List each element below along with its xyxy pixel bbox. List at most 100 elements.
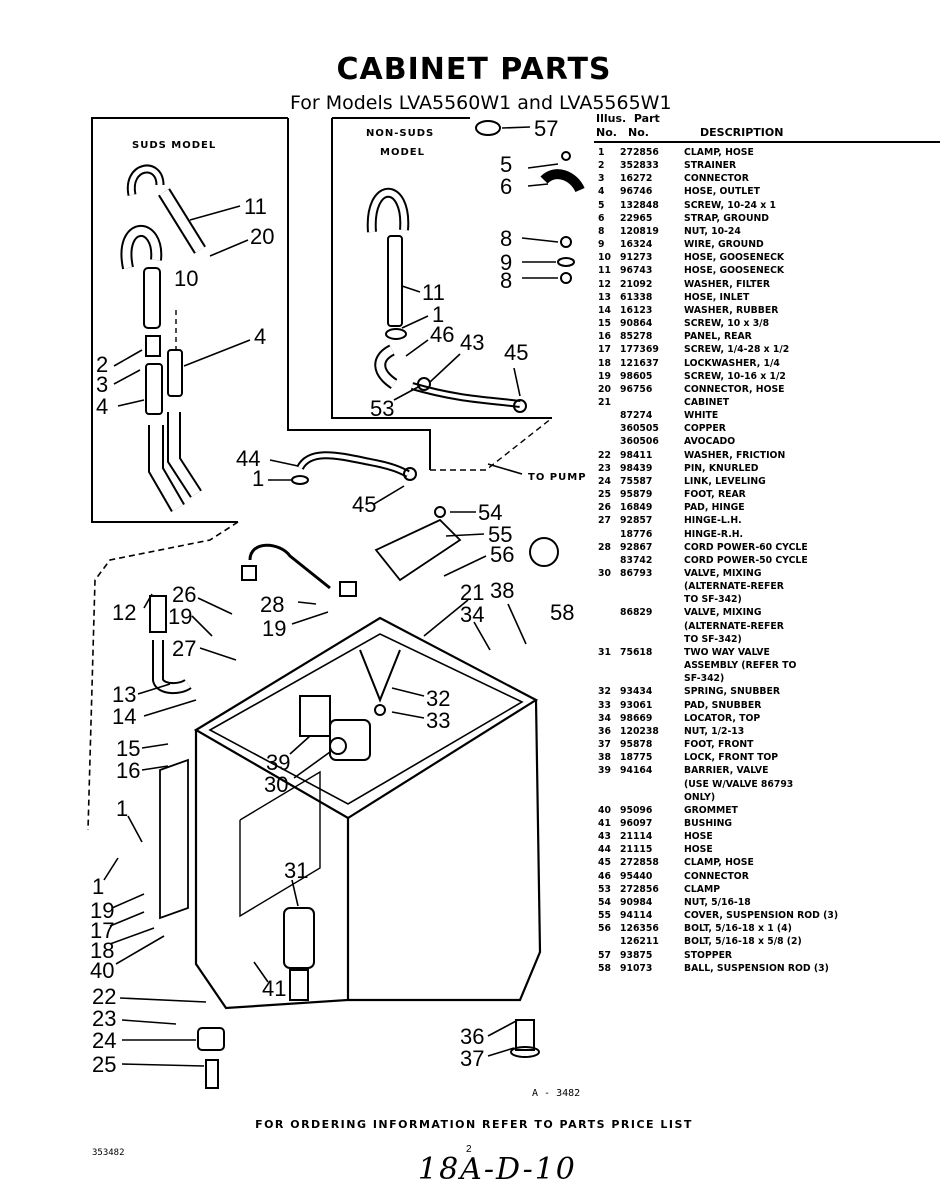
part-description: (ALTERNATE-REFER xyxy=(684,620,784,632)
illus-number: 40 xyxy=(598,804,611,816)
ordering-footer: FOR ORDERING INFORMATION REFER TO PARTS … xyxy=(255,1118,693,1131)
part-description: COVER, SUSPENSION ROD (3) xyxy=(684,910,839,922)
callout-25: 25 xyxy=(92,1052,116,1077)
part-description: WASHER, FRICTION xyxy=(684,449,786,461)
illus-number: 20 xyxy=(598,383,611,395)
illus-number: 27 xyxy=(598,515,611,527)
part-number: 21115 xyxy=(620,844,653,856)
callout-53: 53 xyxy=(370,396,394,421)
callout-28: 28 xyxy=(260,592,284,617)
part-description: SCREW, 10-24 x 1 xyxy=(684,199,776,211)
illus-number: 18 xyxy=(598,357,611,369)
part-number: 93875 xyxy=(620,949,653,961)
callout-55: 55 xyxy=(488,522,512,547)
illus-number xyxy=(598,778,620,791)
illus-number: 5 xyxy=(598,199,605,211)
illus-number: 1 xyxy=(598,147,605,158)
callout-54: 54 xyxy=(478,500,502,525)
part-number: 90984 xyxy=(620,896,653,908)
part-description: HOSE xyxy=(684,844,713,856)
illus-number xyxy=(598,672,620,685)
part-number: 98439 xyxy=(620,462,653,474)
part-number: 121637 xyxy=(620,357,659,369)
callout-1b: 1 xyxy=(252,466,264,491)
part-number: 98605 xyxy=(620,370,653,382)
part-description: SCREW, 1/4-28 x 1/2 xyxy=(684,344,790,356)
part-description: HOSE, OUTLET xyxy=(684,186,760,198)
callout-21: 21 xyxy=(460,580,484,605)
illus-number xyxy=(598,620,620,633)
illus-number xyxy=(598,528,620,541)
part-description: STRAINER xyxy=(684,160,737,172)
illus-number xyxy=(598,435,620,448)
part-description: (ALTERNATE-REFER xyxy=(684,581,784,593)
illus-number: 2 xyxy=(598,160,605,172)
illus-number: 34 xyxy=(598,712,611,724)
part-description: PAD, HINGE xyxy=(684,502,745,514)
illus-number: 3 xyxy=(598,173,605,185)
callout-20: 20 xyxy=(250,224,274,249)
part-number: 360506 xyxy=(620,436,659,448)
part-description: HINGE-L.H. xyxy=(684,515,742,527)
part-description: WASHER, RUBBER xyxy=(684,304,779,316)
part-description: BALL, SUSPENSION ROD (3) xyxy=(684,962,829,974)
part-number: 18776 xyxy=(620,528,653,540)
cabinet-outline xyxy=(193,616,539,820)
illus-number: 8 xyxy=(598,225,605,237)
part-description: ONLY) xyxy=(684,791,716,803)
non-suds-label-line1: NON-SUDS xyxy=(366,128,434,139)
parts-row: TO SF-342) xyxy=(598,633,940,646)
callout-16: 16 xyxy=(116,758,140,783)
illus-number: 46 xyxy=(598,870,611,882)
callout-6: 6 xyxy=(500,174,512,199)
illus-number: 14 xyxy=(598,304,611,316)
part-number: 120238 xyxy=(620,725,659,737)
illus-number: 56 xyxy=(598,923,611,935)
illus-number: 24 xyxy=(598,475,611,487)
part-description: FOOT, REAR xyxy=(684,489,746,501)
part-description: TWO WAY VALVE xyxy=(684,646,770,658)
part-description: CLAMP, HOSE xyxy=(684,857,754,869)
callout-8b: 8 xyxy=(500,268,512,293)
page-title: CABINET PARTS xyxy=(336,52,612,87)
illus-number: 23 xyxy=(598,462,611,474)
part-description: HOSE, GOOSENECK xyxy=(684,265,785,277)
illus-number: 57 xyxy=(598,949,611,961)
callout-1a: 1 xyxy=(432,302,444,327)
parts-row: ASSEMBLY (REFER TO xyxy=(598,659,940,672)
illus-number: 26 xyxy=(598,502,611,514)
illus-number xyxy=(598,409,620,422)
illus-number: 39 xyxy=(598,765,611,777)
non-suds-box xyxy=(331,118,552,419)
part-number: 21114 xyxy=(620,831,653,843)
part-description: (USE W/VALVE 86793 xyxy=(684,778,794,790)
part-description: NUT, 10-24 xyxy=(684,225,741,237)
illus-number: 15 xyxy=(598,318,611,330)
illus-number xyxy=(598,791,620,804)
part-number: 95096 xyxy=(620,804,653,816)
part-number: 95879 xyxy=(620,489,653,501)
part-number: 95440 xyxy=(620,870,653,882)
non-suds-label-line2: MODEL xyxy=(380,147,425,158)
callout-26: 26 xyxy=(172,582,196,607)
callout-1c: 1 xyxy=(116,796,128,821)
callout-12: 12 xyxy=(112,600,136,625)
part-description: CLAMP, HOSE xyxy=(684,147,754,158)
part-number: 93434 xyxy=(620,686,653,698)
illus-number: 25 xyxy=(598,489,611,501)
